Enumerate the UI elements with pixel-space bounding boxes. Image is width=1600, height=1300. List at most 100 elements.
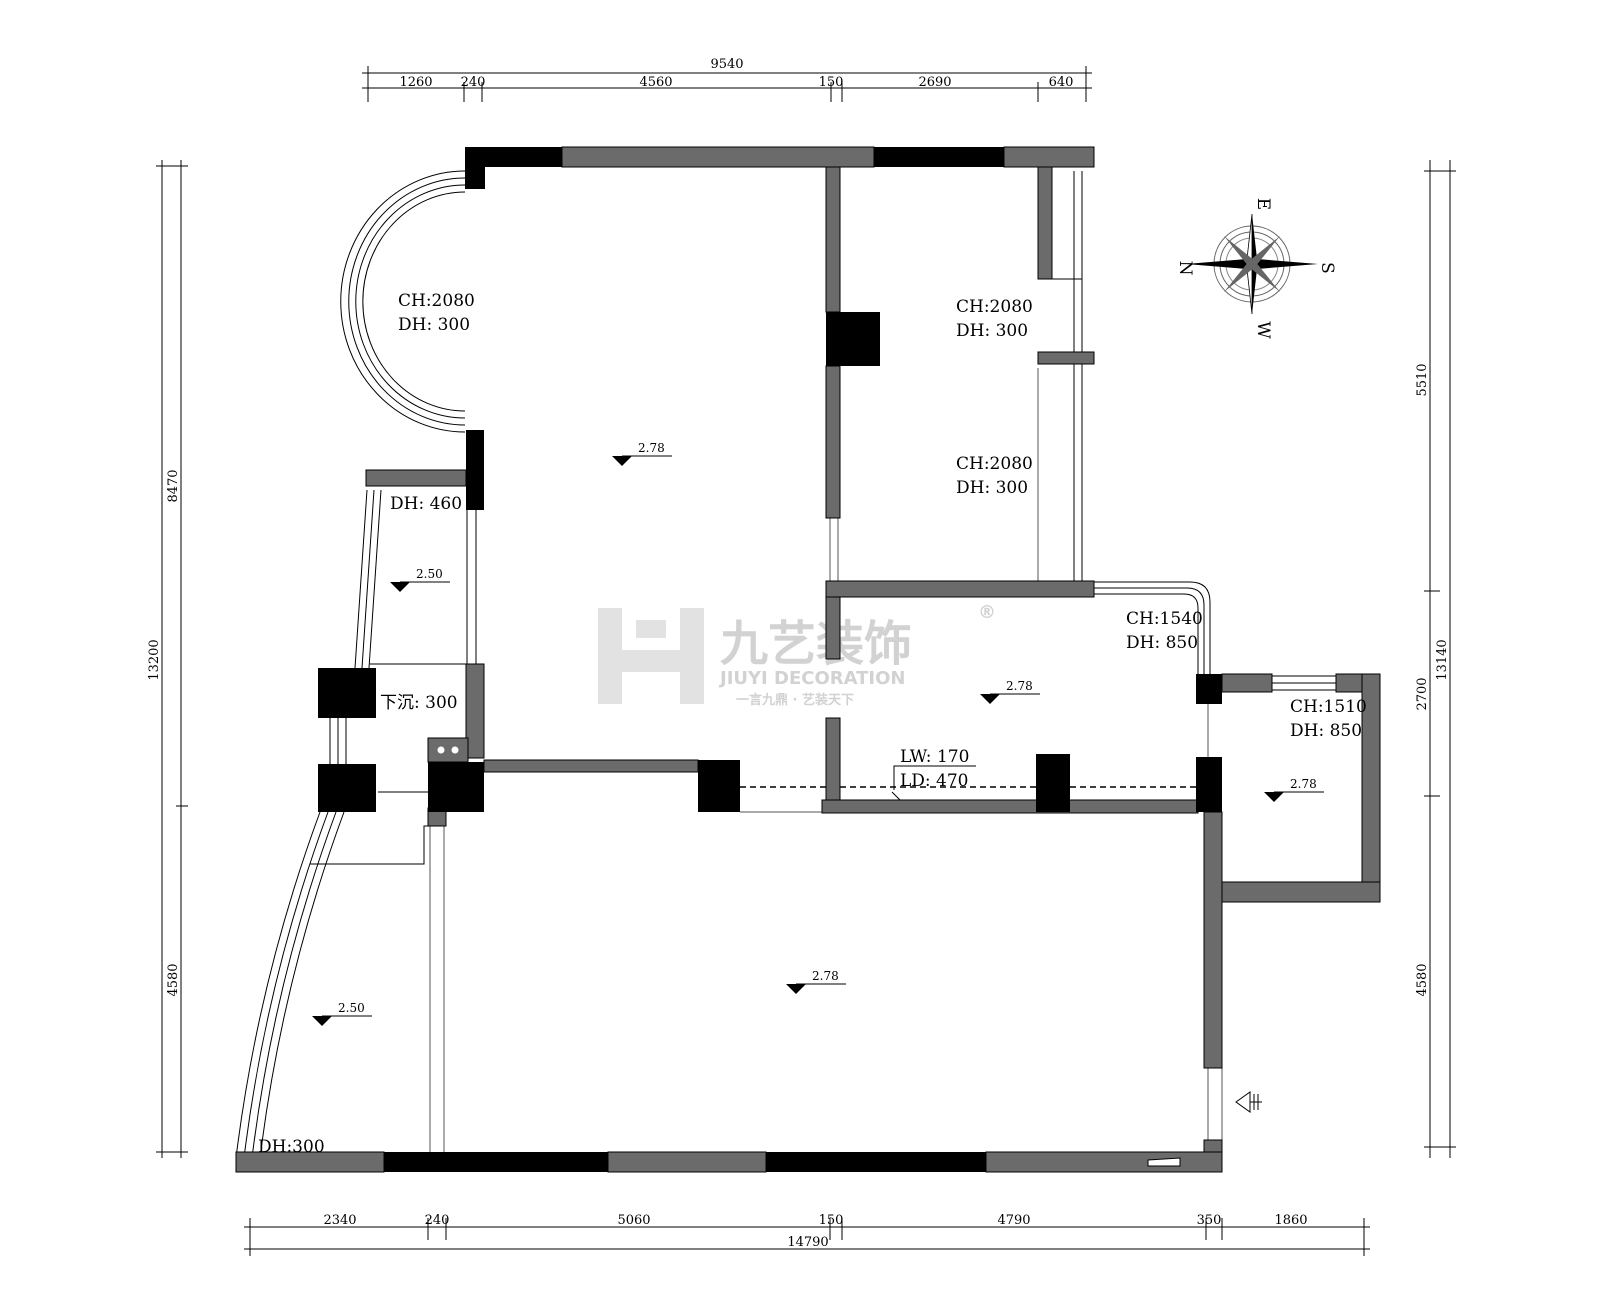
level-marker: 2.78: [1264, 777, 1324, 802]
label-dh-right-mid: DH: 300: [956, 478, 1028, 498]
dim-top-seg-5: 2690: [918, 75, 951, 90]
column-right-a: [1196, 674, 1222, 704]
wall-balcony-top: [365, 469, 467, 487]
label-dh-300-bottom: DH:300: [258, 1137, 325, 1157]
dim-bottom-seg-1: 2340: [323, 1213, 356, 1228]
wall-mid-horizontal: [825, 580, 1095, 598]
label-ch-left: CH:2080: [398, 291, 475, 311]
watermark-logo-mark: [598, 608, 704, 704]
label-ch-1540: CH:1540: [1126, 609, 1203, 629]
wall-bottom-b: [607, 1151, 767, 1173]
wall-kitchen-vert: [465, 663, 485, 759]
level-marker: 2.50: [312, 1001, 372, 1026]
black-columns: [318, 147, 1222, 1172]
compass-icon: N S E W: [1175, 198, 1337, 339]
wall-top-b: [1003, 146, 1095, 168]
column-left-b: [318, 764, 376, 812]
dim-right-outer: 13140: [1435, 639, 1450, 680]
column-bay-bottom: [466, 430, 484, 510]
dim-right-middle: 2700: [1415, 677, 1430, 710]
left-dimension-chain: 13200 8470 4580: [147, 160, 188, 1158]
watermark: 九艺装饰 ® JIUYI DECORATION 一言九鼎 · 艺装天下: [598, 602, 996, 708]
label-dh-850-a: DH: 850: [1126, 633, 1198, 653]
level-marker: 2.50: [390, 567, 450, 592]
label-dh-850-b: DH: 850: [1290, 721, 1362, 741]
column-bottom-a: [384, 1152, 608, 1172]
label-dh-460: DH: 460: [390, 494, 462, 514]
wall-right-room-south: [1221, 881, 1381, 903]
label-lw: LW: 170: [900, 747, 969, 767]
label-dh-right-top: DH: 300: [956, 321, 1028, 341]
column-kitchen: [428, 762, 484, 812]
dim-top-seg-1: 1260: [399, 75, 432, 90]
level-marker: 2.78: [786, 969, 846, 994]
label-dh-left: DH: 300: [398, 315, 470, 335]
grey-walls: [235, 146, 1381, 1173]
dim-top-seg-3: 4560: [639, 75, 672, 90]
dim-left-lower: 4580: [166, 963, 181, 996]
dim-bottom-seg-2: 240: [425, 1213, 450, 1228]
top-dimension-chain: 9540 1260 240 4560 150 2690 640: [362, 57, 1092, 102]
level-living: 2.78: [812, 969, 839, 983]
stove: [427, 737, 469, 763]
wall-top-a: [561, 146, 875, 168]
dim-top-total: 9540: [710, 57, 743, 72]
dim-bottom-total: 14790: [787, 1235, 828, 1250]
wall-east-b: [1037, 351, 1095, 365]
wall-living-east: [1203, 811, 1223, 1069]
dim-right-upper: 5510: [1415, 363, 1430, 396]
entrance-arrow-icon: [1235, 1091, 1262, 1113]
label-ch-1510: CH:1510: [1290, 697, 1367, 717]
dim-bottom-seg-6: 350: [1197, 1213, 1222, 1228]
wall-right-room-top-a: [1221, 673, 1273, 693]
column-mid: [826, 312, 880, 366]
label-ch-right-mid: CH:2080: [956, 454, 1033, 474]
column-right-b: [1196, 757, 1222, 812]
level-main: 2.78: [638, 441, 665, 455]
dim-bottom-seg-3: 5060: [617, 1213, 650, 1228]
watermark-name: 九艺装饰: [720, 616, 912, 672]
compass-s: S: [1317, 262, 1337, 274]
wall-notch: [1147, 1157, 1181, 1167]
label-ld: LD: 470: [900, 771, 969, 791]
dim-bottom-seg-7: 1860: [1274, 1213, 1307, 1228]
compass-e: E: [1253, 198, 1273, 210]
column-top-mid: [874, 147, 1004, 167]
watermark-slogan: 一言九鼎 · 艺装天下: [736, 692, 854, 708]
dim-bottom-seg-4: 150: [819, 1213, 844, 1228]
column-left-a: [318, 668, 376, 718]
level-right-room: 2.78: [1290, 777, 1317, 791]
label-ch-right-top: CH:2080: [956, 297, 1033, 317]
level-marker: 2.78: [980, 679, 1040, 704]
column-top-left: [465, 147, 562, 167]
bottom-dimension-chain: 2340 240 5060 150 4790 350 1860 14790: [244, 1213, 1370, 1256]
stove-burner: [451, 746, 459, 754]
wall-bottom-c: [985, 1151, 1223, 1173]
wall-living-top: [821, 799, 1199, 814]
dim-top-seg-2: 240: [461, 75, 486, 90]
room-labels: CH:2080 DH: 300 CH:2080 DH: 300 CH:2080 …: [258, 291, 1367, 1157]
level-left-balcony: 2.50: [416, 567, 443, 581]
label-sink: 下沉: 300: [380, 693, 458, 713]
dim-bottom-seg-5: 4790: [997, 1213, 1030, 1228]
compass-w: W: [1253, 321, 1273, 339]
compass-n: N: [1175, 261, 1195, 276]
column-top-left-drop: [465, 147, 485, 189]
wall-mid-vert-3: [825, 596, 841, 660]
watermark-registered: ®: [978, 602, 996, 623]
dim-top-seg-4: 150: [819, 75, 844, 90]
window-lines: [235, 170, 1336, 1159]
level-bottom-left: 2.50: [338, 1001, 365, 1015]
watermark-english: JIUYI DECORATION: [718, 668, 906, 689]
dim-top-seg-6: 640: [1049, 75, 1074, 90]
wall-mid-vert-2: [825, 365, 841, 519]
dim-left-upper: 8470: [166, 469, 181, 502]
dim-left-outer: 13200: [147, 639, 162, 680]
column-bottom-b: [766, 1152, 986, 1172]
wall-mid-vert-4: [825, 717, 841, 804]
wall-kitchen-horizontal: [483, 759, 699, 773]
level-middle-room: 2.78: [1006, 679, 1033, 693]
right-dimension-chain: 5510 2700 13140 4580: [1415, 160, 1456, 1158]
dim-right-lower: 4580: [1415, 963, 1430, 996]
